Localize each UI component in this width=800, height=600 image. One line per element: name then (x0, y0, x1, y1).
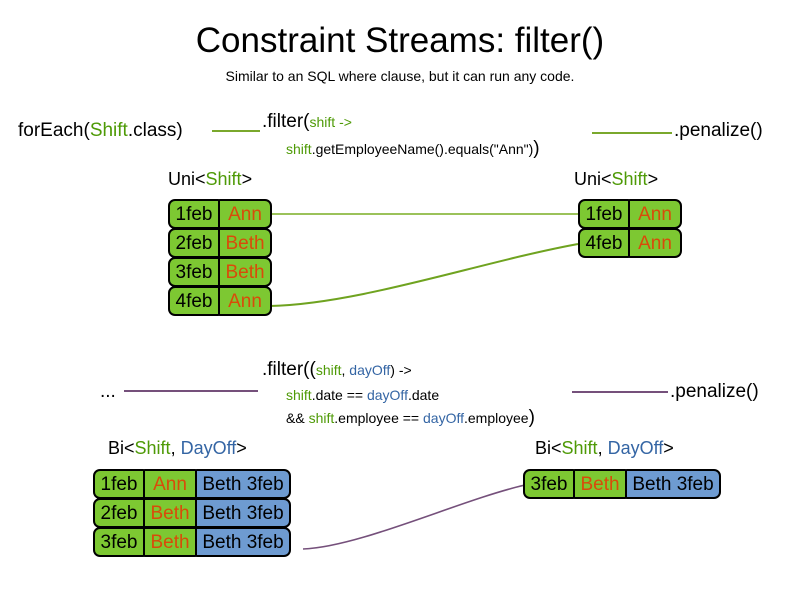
shift-name-cell: Ann (628, 199, 682, 229)
shift-name-cell: Ann (628, 228, 682, 258)
tuple-row[interactable]: 2feb Beth (168, 228, 272, 258)
page-title: Constraint Streams: filter() (195, 21, 605, 60)
filter-body-var-shift-1: shift (286, 387, 312, 403)
uni-input-header-suffix: > (241, 169, 253, 189)
filter-body-rest-2a: .employee == (334, 410, 423, 426)
filter-body-var-dayoff-1: dayOff (366, 387, 408, 403)
filter-body-rest-uni: .getEmployeeName().equals("Ann") (311, 141, 534, 157)
bi-input-header: Bi<Shift, DayOff> (108, 437, 247, 459)
bi-output-header-type-b: DayOff (607, 438, 664, 458)
filter-body-rest-1a: .date == (311, 387, 367, 403)
shift-name-cell: Beth (573, 469, 627, 499)
uni-output-tuple-list: 1feb Ann 4feb Ann (578, 199, 682, 258)
tuple-row[interactable]: 3feb Beth Beth 3feb (93, 527, 291, 557)
uni-output-header-prefix: Uni< (574, 169, 612, 189)
shift-name-cell: Beth (143, 527, 197, 557)
uni-input-header-type: Shift (205, 169, 242, 189)
tuple-row[interactable]: 2feb Beth Beth 3feb (93, 498, 291, 528)
shift-date-cell: 3feb (168, 257, 220, 287)
filter-body-rest-1b: .date (407, 387, 440, 403)
shift-date-cell: 1feb (168, 199, 220, 229)
shift-date-cell: 4feb (578, 228, 630, 258)
bi-input-header-suffix: > (236, 438, 247, 458)
bi-output-tuple-list: 3feb Beth Beth 3feb (523, 469, 721, 499)
foreach-suffix: .class) (127, 120, 183, 141)
filter-body-var-dayoff-2: dayOff (423, 410, 464, 426)
filter-body-lead-2: && (286, 410, 309, 426)
tuple-row[interactable]: 1feb Ann (168, 199, 272, 229)
filter-lambda-params-uni: shift -> (309, 114, 352, 130)
shift-date-cell: 3feb (523, 469, 575, 499)
bi-output-header-sep: , (597, 438, 608, 458)
filter-close-paren-uni: ) (533, 138, 540, 159)
bi-input-header-prefix: Bi< (108, 438, 135, 458)
dayoff-cell: Beth 3feb (625, 469, 721, 499)
filter-body-rest-2b: .employee (464, 410, 529, 426)
shift-date-cell: 1feb (578, 199, 630, 229)
shift-date-cell: 2feb (168, 228, 220, 258)
page-subtitle: Similar to an SQL where clause, but it c… (225, 68, 575, 84)
penalize-label-uni: .penalize() (674, 120, 763, 141)
match-connector-4feb (269, 243, 579, 307)
tuple-row[interactable]: 1feb Ann (578, 199, 682, 229)
filter-call-uni: .filter(shift -> (262, 111, 352, 133)
filter-method-bi: .filter(( (262, 359, 316, 380)
filter-method-uni: .filter( (262, 111, 310, 132)
filter-call-bi: .filter((shift, dayOff) -> (262, 359, 412, 381)
bi-output-header: Bi<Shift, DayOff> (535, 437, 674, 459)
shift-date-cell: 3feb (93, 527, 145, 557)
tuple-row[interactable]: 4feb Ann (168, 286, 272, 316)
filter-body-var-uni: shift (286, 141, 312, 157)
foreach-prefix: forEach( (18, 120, 90, 141)
bi-match-connector-3feb (302, 484, 526, 550)
bi-source-label: ... (100, 381, 116, 402)
uni-output-header-type: Shift (611, 169, 648, 189)
bi-input-header-sep: , (170, 438, 181, 458)
tuple-row[interactable]: 3feb Beth (168, 257, 272, 287)
bi-input-header-type-a: Shift (134, 438, 171, 458)
tuple-row[interactable]: 4feb Ann (578, 228, 682, 258)
shift-name-cell: Beth (143, 498, 197, 528)
shift-name-cell: Ann (218, 199, 272, 229)
shift-date-cell: 2feb (93, 498, 145, 528)
filter-close-paren-bi: ) (528, 407, 535, 428)
dayoff-cell: Beth 3feb (195, 469, 291, 499)
uni-input-tuple-list: 1feb Ann 2feb Beth 3feb Beth 4feb Ann (168, 199, 272, 316)
uni-input-header: Uni<Shift> (168, 168, 252, 190)
filter-params-close-bi: ) -> (390, 362, 412, 378)
filter-param-shift-bi: shift (315, 362, 342, 378)
uni-input-header-prefix: Uni< (168, 169, 206, 189)
shift-date-cell: 4feb (168, 286, 220, 316)
filter-body-line-2-bi: && shift.employee == dayOff.employee) (286, 407, 535, 429)
filter-body-line-1-bi: shift.date == dayOff.date (286, 384, 439, 406)
shift-name-cell: Beth (218, 228, 272, 258)
bi-input-header-type-b: DayOff (180, 438, 237, 458)
filter-param-dayoff-bi: dayOff (349, 362, 391, 378)
filter-body-uni: shift.getEmployeeName().equals("Ann")) (286, 138, 540, 160)
dayoff-cell: Beth 3feb (195, 527, 291, 557)
filter-param-sep-bi: , (341, 362, 350, 378)
bi-output-header-prefix: Bi< (535, 438, 562, 458)
bi-output-header-suffix: > (663, 438, 674, 458)
tuple-row[interactable]: 3feb Beth Beth 3feb (523, 469, 721, 499)
bi-output-header-type-a: Shift (561, 438, 598, 458)
shift-name-cell: Ann (218, 286, 272, 316)
shift-name-cell: Beth (218, 257, 272, 287)
foreach-type: Shift (89, 120, 128, 141)
filter-body-var-shift-2: shift (308, 410, 335, 426)
penalize-label-bi: .penalize() (670, 381, 759, 402)
uni-output-header-suffix: > (647, 169, 659, 189)
dayoff-cell: Beth 3feb (195, 498, 291, 528)
shift-name-cell: Ann (143, 469, 197, 499)
shift-date-cell: 1feb (93, 469, 145, 499)
foreach-source-label: forEach(Shift.class) (18, 120, 183, 142)
bi-input-tuple-list: 1feb Ann Beth 3feb 2feb Beth Beth 3feb 3… (93, 469, 291, 557)
tuple-row[interactable]: 1feb Ann Beth 3feb (93, 469, 291, 499)
uni-output-header: Uni<Shift> (574, 168, 658, 190)
